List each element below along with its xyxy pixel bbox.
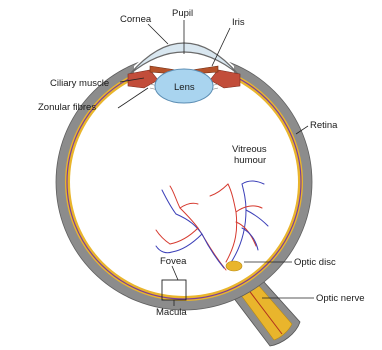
label-vitreous-line2: humour <box>234 155 266 166</box>
label-optic-disc: Optic disc <box>294 257 336 268</box>
label-fovea: Fovea <box>160 256 187 267</box>
label-iris: Iris <box>232 17 245 28</box>
optic-disc <box>226 261 242 271</box>
label-vitreous-line1: Vitreous <box>232 144 267 155</box>
label-ciliary-muscle: Ciliary muscle <box>50 78 109 89</box>
label-retina: Retina <box>310 120 338 131</box>
label-pupil: Pupil <box>172 8 193 19</box>
label-lens: Lens <box>174 82 195 93</box>
label-cornea: Cornea <box>120 14 152 25</box>
label-zonular-fibres: Zonular fibres <box>38 102 96 113</box>
label-optic-nerve: Optic nerve <box>316 293 365 304</box>
label-macula: Macula <box>156 307 187 318</box>
